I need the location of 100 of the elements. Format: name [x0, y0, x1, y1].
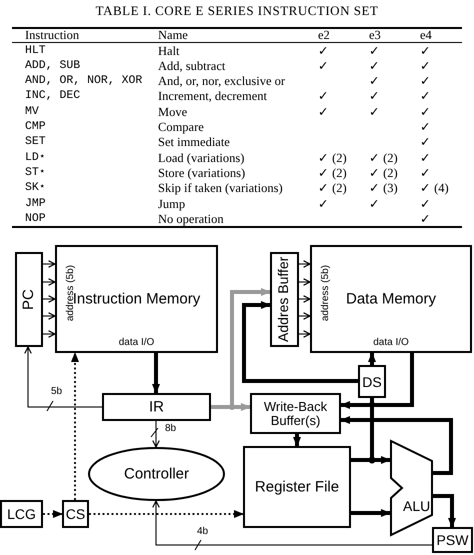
port-label: address (5b) [320, 265, 331, 322]
instruction-name: Load (variations) [158, 151, 244, 165]
arrow [298, 278, 311, 286]
edge-label: 5b [50, 386, 64, 397]
arrow [42, 278, 56, 286]
instruction-mnemonic: AND, OR, NOR, XOR [25, 74, 142, 88]
arrow [293, 434, 301, 447]
support-mark: ✓ [369, 197, 380, 211]
column-header: e2 [318, 28, 330, 42]
arrow [89, 510, 244, 518]
buffer-box [250, 393, 341, 434]
arrow [351, 509, 391, 517]
instruction-mnemonic: CMP [25, 120, 46, 134]
arrow [298, 295, 311, 303]
block-label: Write-Back Buffer(s) [262, 400, 328, 428]
support-mark: ✓ [318, 44, 329, 58]
block-label: Data Memory [346, 290, 436, 308]
status-register-box [432, 527, 473, 553]
arrow [43, 510, 63, 518]
support-mark: ✓ [369, 89, 380, 103]
column-header: e4 [420, 28, 432, 42]
memory-box [310, 245, 472, 353]
arrow [42, 330, 56, 338]
selector-box [358, 365, 386, 398]
support-mark: ✓ [369, 44, 380, 58]
instruction-name: Halt [158, 44, 180, 58]
support-mark: ✓ [318, 89, 329, 103]
arrow [340, 353, 414, 409]
arrow [24, 346, 102, 412]
register-file-box [243, 446, 351, 528]
instruction-mnemonic: INC, DEC [25, 89, 80, 103]
support-mark: ✓ [369, 59, 380, 73]
block-label: IR [149, 398, 164, 416]
arrow [242, 301, 358, 383]
support-mark: ✓ [369, 105, 380, 119]
support-mark: ✓ [420, 151, 431, 165]
instruction-name: Add, subtract [158, 59, 226, 73]
generator-box [0, 500, 43, 528]
instruction-mnemonic: JMP [25, 197, 46, 211]
instruction-name: And, or, nor, exclusive or [158, 74, 286, 88]
support-mark: ✓ [420, 89, 431, 103]
support-mark: ✓ (2) [318, 166, 347, 180]
support-mark: ✓ [369, 74, 380, 88]
support-mark: ✓ [420, 44, 431, 58]
edge-label: 8b [164, 423, 178, 434]
block-label: Addres Buffer [275, 256, 291, 344]
block-label: CS [66, 506, 86, 522]
selector-box [62, 500, 89, 528]
column-header: Name [158, 28, 188, 42]
support-mark: ✓ (2) [369, 166, 398, 180]
arrow [150, 420, 160, 448]
column-header: e3 [369, 28, 381, 42]
support-mark: ✓ (4) [420, 181, 449, 195]
support-mark: ✓ [420, 59, 431, 73]
block-label: PC [20, 288, 37, 312]
memory-box [55, 245, 218, 353]
instruction-name: Skip if taken (variations) [158, 181, 283, 195]
register-box [102, 393, 211, 421]
arrow [298, 330, 311, 338]
block-label: LCG [7, 506, 36, 522]
instruction-mnemonic: SET [25, 135, 46, 149]
instruction-name: Compare [158, 120, 204, 134]
instruction-name: Set immediate [158, 135, 230, 149]
instruction-name: Increment, decrement [158, 89, 267, 103]
column-header: Instruction [25, 28, 80, 42]
arrow [71, 352, 79, 500]
support-mark: ✓ [420, 166, 431, 180]
instruction-name: Move [158, 105, 188, 119]
port-label: data I/O [118, 337, 154, 348]
support-mark: ✓ [318, 197, 329, 211]
arrow [42, 312, 56, 320]
arrow [42, 295, 56, 303]
support-mark: ✓ (2) [318, 181, 347, 195]
buffer-box [270, 252, 299, 347]
support-mark: ✓ (2) [369, 151, 398, 165]
instruction-mnemonic: LD⋆ [25, 151, 46, 165]
support-mark: ✓ (2) [318, 151, 347, 165]
register-box [15, 252, 43, 347]
block-label: Register File [254, 478, 340, 496]
support-mark: ✓ [318, 59, 329, 73]
arrow [152, 500, 432, 550]
support-mark: ✓ [420, 212, 431, 226]
instruction-mnemonic: SK⋆ [25, 181, 46, 195]
arrow [298, 260, 311, 268]
support-mark: ✓ [420, 105, 431, 119]
instruction-name: Store (variations) [158, 166, 246, 180]
instruction-mnemonic: HLT [25, 44, 46, 58]
arrow [152, 353, 160, 394]
arrow [42, 260, 56, 268]
arrow [368, 352, 376, 365]
instruction-mnemonic: ADD, SUB [25, 59, 80, 73]
edge-label: 4b [196, 526, 210, 537]
support-mark: ✓ [420, 197, 431, 211]
block-label: ALU [403, 498, 430, 514]
support-mark: ✓ [318, 105, 329, 119]
arrow [433, 494, 456, 528]
support-mark: ✓ (3) [369, 181, 398, 195]
support-mark: ✓ [420, 74, 431, 88]
block-label: PSW [436, 532, 468, 548]
instruction-mnemonic: MV [25, 105, 39, 119]
